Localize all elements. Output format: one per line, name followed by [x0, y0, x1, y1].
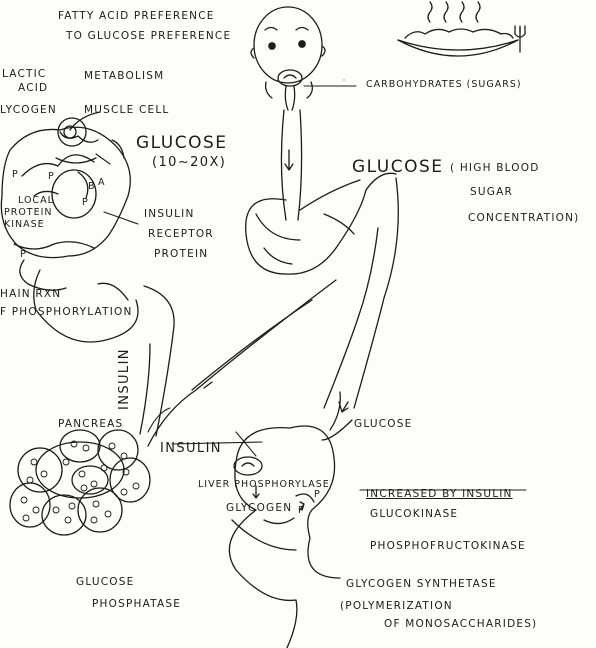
- blood-vessel-drawing: [139, 177, 399, 447]
- muscle-cell-label: Muscle cell: [84, 104, 170, 116]
- insulin-receptor-label-1: Insulin: [144, 208, 195, 220]
- insulin-receptor-label-2: Receptor: [148, 228, 214, 240]
- phosphate-label: P: [314, 489, 321, 500]
- liver-glycogen-label: Glycogen: [226, 502, 293, 514]
- increased-by-insulin-heading: Increased by insulin: [366, 488, 513, 500]
- glucose-phosphatase-label-1: Glucose: [76, 576, 135, 588]
- phosphate-label: P: [298, 505, 305, 516]
- glucose-preference-label: to glucose preference: [66, 30, 232, 42]
- chain-reaction-label: hain Rxn: [0, 288, 62, 300]
- glucose-phosphatase-label-2: Phosphatase: [92, 598, 182, 610]
- glycogen-synthetase-label: Glycogen synthetase: [346, 578, 497, 590]
- glucokinase-label: Glucokinase: [370, 508, 459, 520]
- lactic-acid-label-2: Acid: [18, 82, 49, 94]
- liver-glucose-label: Glucose: [354, 418, 413, 430]
- beta-subunit-label: β: [88, 181, 96, 192]
- insulin-horizontal-label: Insulin: [160, 441, 222, 456]
- stomach-drawing: [245, 172, 397, 275]
- muscle-glycogen-label: lycogen: [0, 104, 57, 116]
- metabolism-label: Metabolism: [84, 70, 165, 82]
- phosphate-label: P: [48, 171, 55, 182]
- pancreas-label: Pancreas: [58, 418, 124, 430]
- local-protein-kinase-label-1: Local: [18, 195, 54, 206]
- phosphofructokinase-label: Phosphofructokinase: [370, 540, 526, 552]
- esophagus-drawing: [280, 109, 303, 221]
- liver-drawing: [228, 425, 341, 648]
- food-bowl-drawing: [397, 1, 526, 57]
- insulin-receptor-label-3: Protein: [154, 248, 209, 260]
- lactic-acid-label-1: Lactic: [2, 68, 47, 80]
- fatty-acid-preference-label: Fatty Acid Preference: [58, 10, 215, 22]
- phosphate-label: P: [12, 169, 19, 180]
- insulin-vertical-label: Insulin: [117, 348, 132, 410]
- high-blood-sugar-label-1: ( High blood: [450, 162, 540, 174]
- head-drawing: [250, 6, 326, 111]
- phosphorylation-label: f Phosphorylation: [0, 306, 133, 318]
- phosphate-label: P: [82, 197, 89, 208]
- muscle-cell-drawing: [0, 111, 139, 343]
- local-protein-kinase-label-2: Protein: [4, 207, 53, 218]
- polymerization-label-2: of monosaccharides): [384, 618, 538, 630]
- glucose-uptake-label: Glucose: [136, 133, 228, 153]
- phosphate-label: P: [20, 249, 27, 260]
- local-protein-kinase-label-3: Kinase: [4, 219, 45, 230]
- glucose-multiplier-label: (10~20x): [152, 155, 227, 170]
- high-blood-sugar-label-3: concentration): [468, 212, 580, 224]
- alpha-subunit-label: α: [98, 177, 106, 188]
- high-blood-sugar-label-2: sugar: [470, 186, 513, 198]
- pointer-lines: [95, 79, 527, 491]
- pancreas-drawing: [9, 429, 151, 536]
- carbohydrates-label: Carbohydrates (sugars): [366, 79, 522, 90]
- blood-glucose-label: Glucose: [352, 157, 444, 177]
- polymerization-label-1: (Polymerization: [340, 600, 453, 612]
- liver-phosphorylase-label: Liver phosphorylase: [198, 479, 330, 490]
